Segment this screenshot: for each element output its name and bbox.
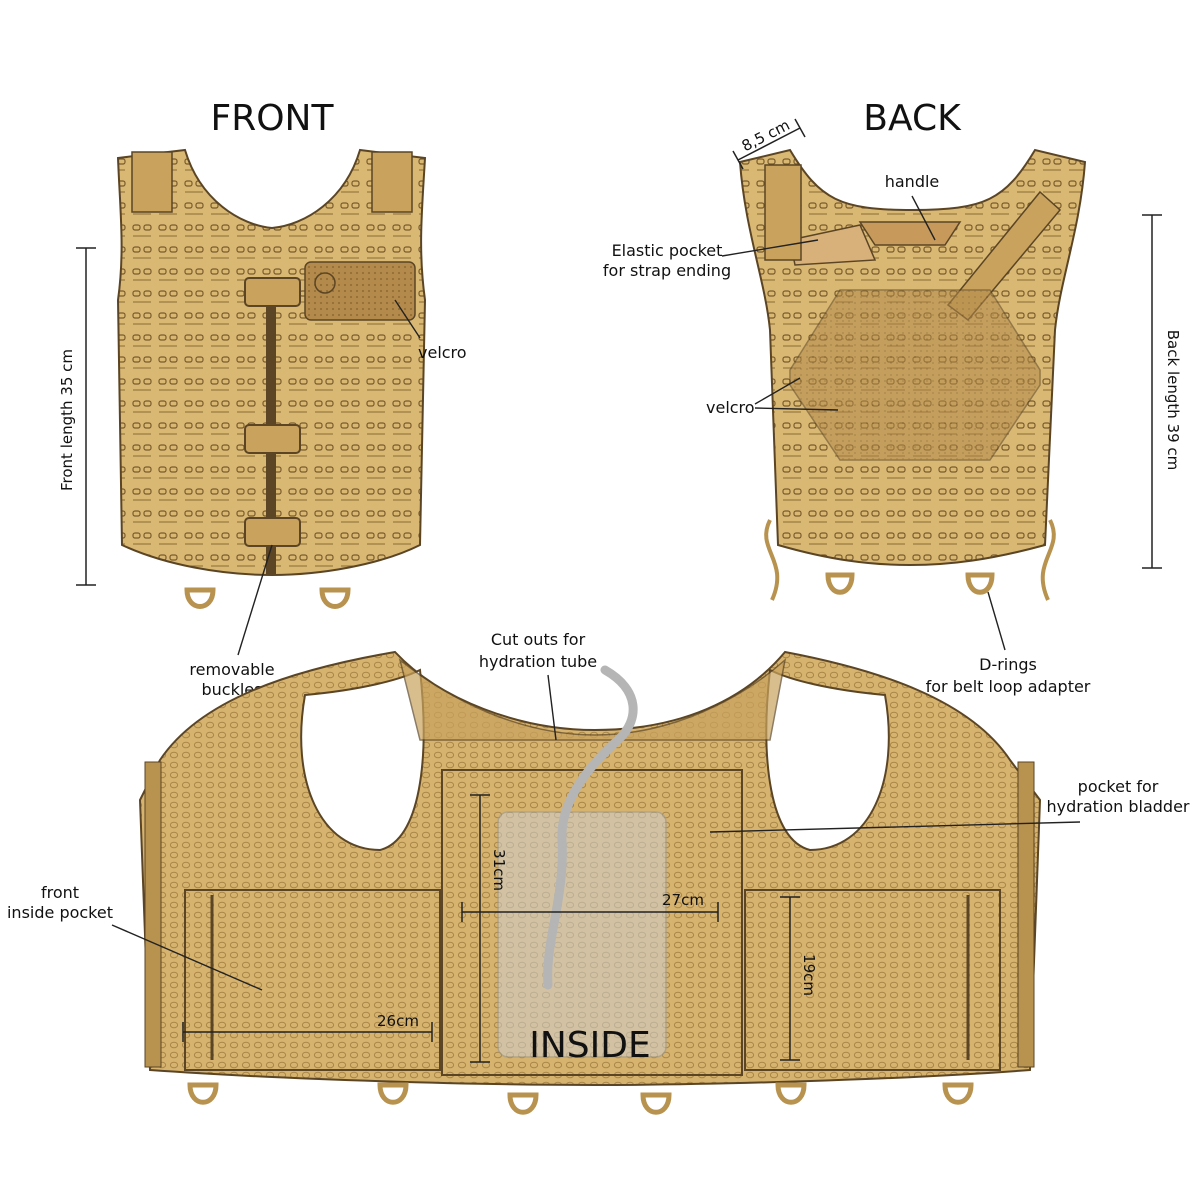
hydration-bladder [497, 811, 667, 1058]
inside-right-zipper [1017, 761, 1035, 1068]
bladder-height-label: 31cm [490, 849, 508, 891]
strap-width-label: 8,5 cm [739, 116, 793, 155]
back-vest [738, 148, 1087, 601]
front-d-ring-left [184, 587, 216, 609]
back-left-cord [764, 519, 780, 601]
front-logo-badge [314, 272, 336, 294]
hydration-tube [543, 665, 638, 990]
buckle-bottom [244, 517, 301, 547]
front-inside-pocket-label-line2: inside pocket [7, 903, 113, 922]
front-title: FRONT [211, 98, 335, 139]
front-inside-pocket-right [744, 889, 1001, 1071]
front-d-ring-right [319, 587, 351, 609]
inside-yoke [398, 657, 787, 741]
pocket-bladder-label-line1: pocket for [1078, 777, 1159, 796]
front-right-shoulder-strap [371, 151, 413, 213]
inside-d-ring-3 [507, 1092, 539, 1115]
front-length-label: Front length 35 cm [58, 349, 76, 491]
back-handle [858, 221, 962, 246]
inside-d-ring-1 [187, 1082, 219, 1105]
inside-title: INSIDE [529, 1025, 650, 1066]
pocket-bladder-label-line2: hydration bladder [1046, 797, 1189, 816]
removable-buckles-label-line1: removable [189, 660, 274, 679]
pocket-height-label: 19cm [800, 954, 818, 996]
inside-d-ring-5 [775, 1082, 807, 1105]
cut-outs-label-line1: Cut outs for [491, 630, 586, 649]
back-velcro-patch [789, 289, 1041, 461]
front-inside-pocket-label-line1: front [41, 883, 79, 902]
back-velcro-label: velcro [706, 398, 755, 417]
handle-label: handle [885, 172, 940, 191]
d-rings-label-line2: for belt loop adapter [926, 677, 1091, 696]
pocket-width-label: 26cm [377, 1012, 419, 1030]
cut-outs-label-line2: hydration tube [479, 652, 597, 671]
buckle-middle [244, 424, 301, 454]
d-rings-label-line1: D-rings [979, 655, 1037, 674]
back-d-ring-2 [965, 572, 995, 595]
back-length-label: Back length 39 cm [1164, 330, 1182, 470]
back-title: BACK [863, 98, 962, 139]
inside-right-armhole [765, 668, 890, 852]
front-inside-pocket-left [184, 889, 441, 1071]
back-d-ring-1 [825, 572, 855, 595]
inside-left-armhole [300, 668, 425, 852]
inside-d-ring-4 [640, 1092, 672, 1115]
buckle-top [244, 277, 301, 307]
front-velcro-patch [304, 261, 416, 321]
bladder-width-label: 27cm [662, 891, 704, 909]
elastic-pocket-label-line1: Elastic pocket [612, 241, 723, 260]
elastic-pocket-label-line2: for strap ending [603, 261, 731, 280]
inside-d-ring-2 [377, 1082, 409, 1105]
front-left-shoulder-strap [131, 151, 173, 213]
inside-vest [138, 650, 1042, 1115]
inside-left-zipper [144, 761, 162, 1068]
front-velcro-label: velcro [418, 343, 467, 362]
front-vest [116, 148, 427, 609]
back-right-cord [1040, 519, 1056, 601]
inside-d-ring-6 [942, 1082, 974, 1105]
